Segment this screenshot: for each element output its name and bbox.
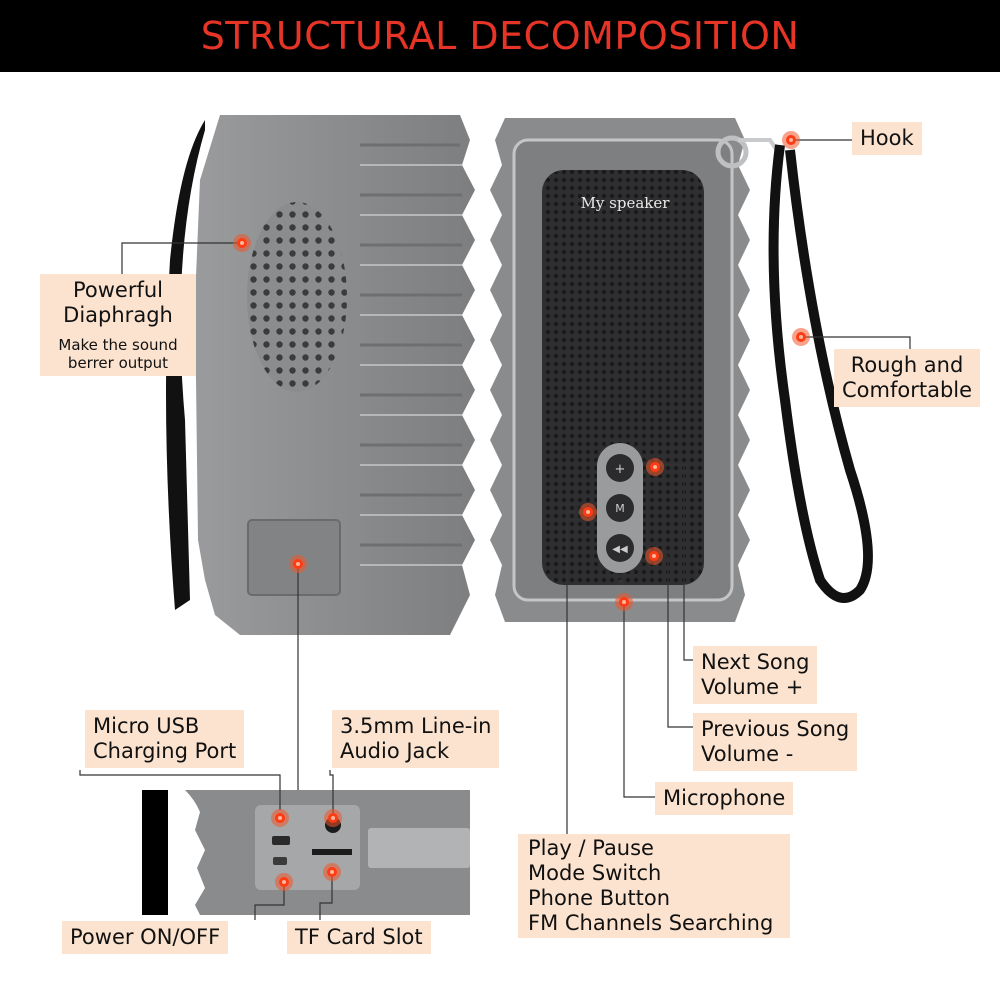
svg-text:◀◀: ◀◀ — [612, 544, 628, 555]
svg-text:M: M — [615, 502, 625, 515]
microphone-label: Microphone — [655, 782, 794, 815]
mode-icon — [606, 494, 634, 522]
page-title: STRUCTURAL DECOMPOSITION — [200, 14, 800, 58]
hook-label: Hook — [852, 122, 922, 155]
micro-usb-label: Micro USB Charging Port — [85, 710, 245, 768]
plus-icon — [606, 454, 634, 482]
previous-song-label: Previous Song Volume - — [693, 713, 858, 771]
hotspots — [233, 131, 810, 891]
ports-closeup — [142, 790, 470, 915]
next-song-label: Next Song Volume + — [693, 646, 818, 704]
audio-jack-label: 3.5mm Line-in Audio Jack — [332, 710, 500, 768]
lanyard-strap — [768, 144, 873, 603]
diaphragm-label: Powerful Diaphragh Make the sound berrer… — [40, 274, 196, 376]
play-pause-label: Play / Pause Mode Switch Phone Button FM… — [518, 834, 790, 938]
power-label: Power ON/OFF — [62, 921, 229, 954]
brand-text: My speaker — [581, 194, 671, 212]
speaker-front-view: My speaker + M ◀◀ — [490, 118, 780, 622]
tf-card-label: TF Card Slot — [287, 921, 431, 954]
previous-icon — [606, 534, 634, 562]
header-bar: STRUCTURAL DECOMPOSITION — [0, 0, 1000, 72]
speaker-back-view — [195, 115, 475, 635]
usb-port-icon — [272, 836, 290, 845]
svg-text:+: + — [615, 462, 626, 477]
rough-comfortable-label: Rough and Comfortable — [834, 349, 981, 407]
